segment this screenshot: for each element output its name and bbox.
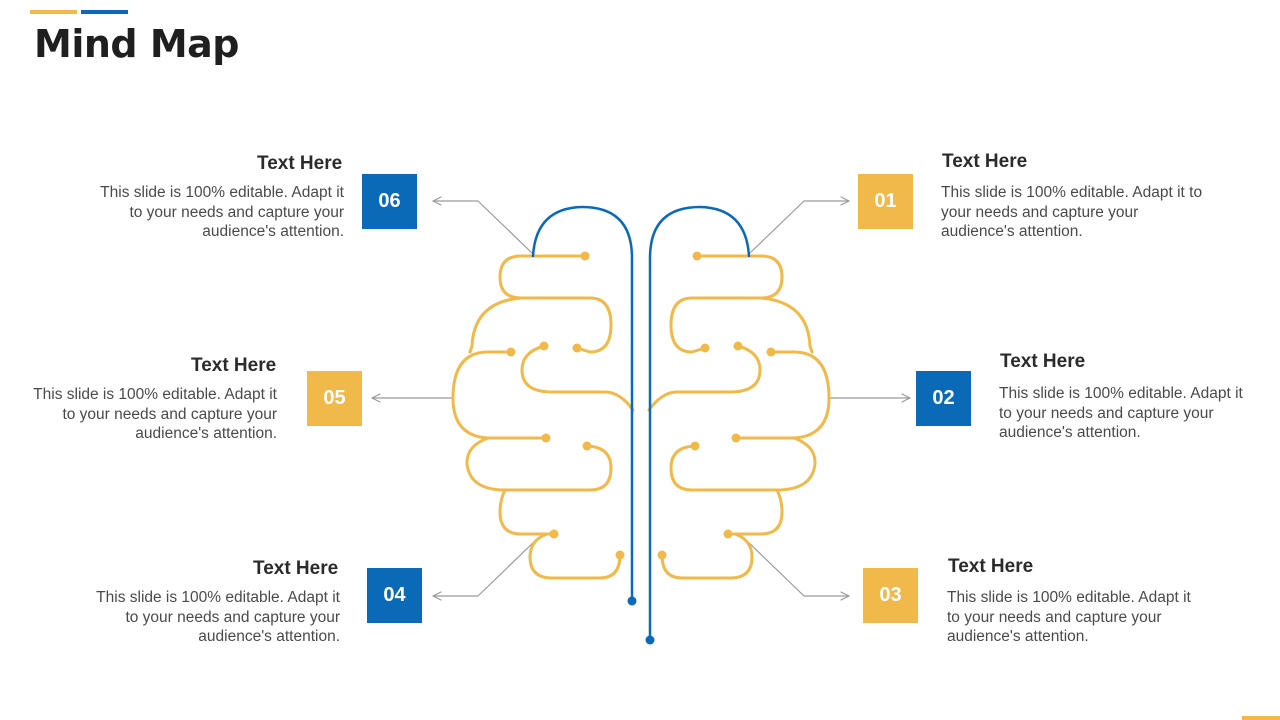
connector-arrowheads bbox=[371, 196, 911, 601]
node-dots bbox=[506, 251, 776, 560]
item-06-badge: 06 bbox=[362, 174, 417, 229]
left-hemisphere bbox=[451, 254, 635, 580]
item-04-body: This slide is 100% editable. Adapt it to… bbox=[96, 589, 340, 645]
item-01-badge: 01 bbox=[858, 174, 913, 229]
item-01-body: This slide is 100% editable. Adapt it to… bbox=[941, 184, 1203, 240]
corner-accent bbox=[1242, 716, 1280, 720]
item-02-heading: Text Here bbox=[1000, 351, 1086, 372]
slide-title: Mind Map bbox=[34, 22, 239, 66]
title-accent-blue bbox=[81, 10, 128, 14]
item-01-heading: Text Here bbox=[942, 151, 1028, 172]
item-02-body: This slide is 100% editable. Adapt it to… bbox=[999, 385, 1243, 441]
right-hemisphere bbox=[647, 254, 831, 580]
item-04-badge: 04 bbox=[367, 568, 422, 623]
item-03-body: This slide is 100% editable. Adapt it to… bbox=[947, 589, 1191, 645]
item-04-heading: Text Here bbox=[253, 558, 339, 579]
connector-lines bbox=[371, 200, 911, 597]
item-02-badge: 02 bbox=[916, 371, 971, 426]
item-05-body: This slide is 100% editable. Adapt it to… bbox=[33, 386, 277, 442]
title-accent-orange bbox=[30, 10, 77, 14]
item-05-heading: Text Here bbox=[191, 355, 277, 376]
item-03-badge: 03 bbox=[863, 568, 918, 623]
item-03-heading: Text Here bbox=[948, 556, 1034, 577]
brain-stems bbox=[531, 205, 751, 642]
item-06-heading: Text Here bbox=[257, 153, 343, 174]
item-06-body: This slide is 100% editable. Adapt it to… bbox=[100, 184, 344, 240]
stem-end-dots bbox=[627, 596, 655, 645]
item-05-badge: 05 bbox=[307, 371, 362, 426]
